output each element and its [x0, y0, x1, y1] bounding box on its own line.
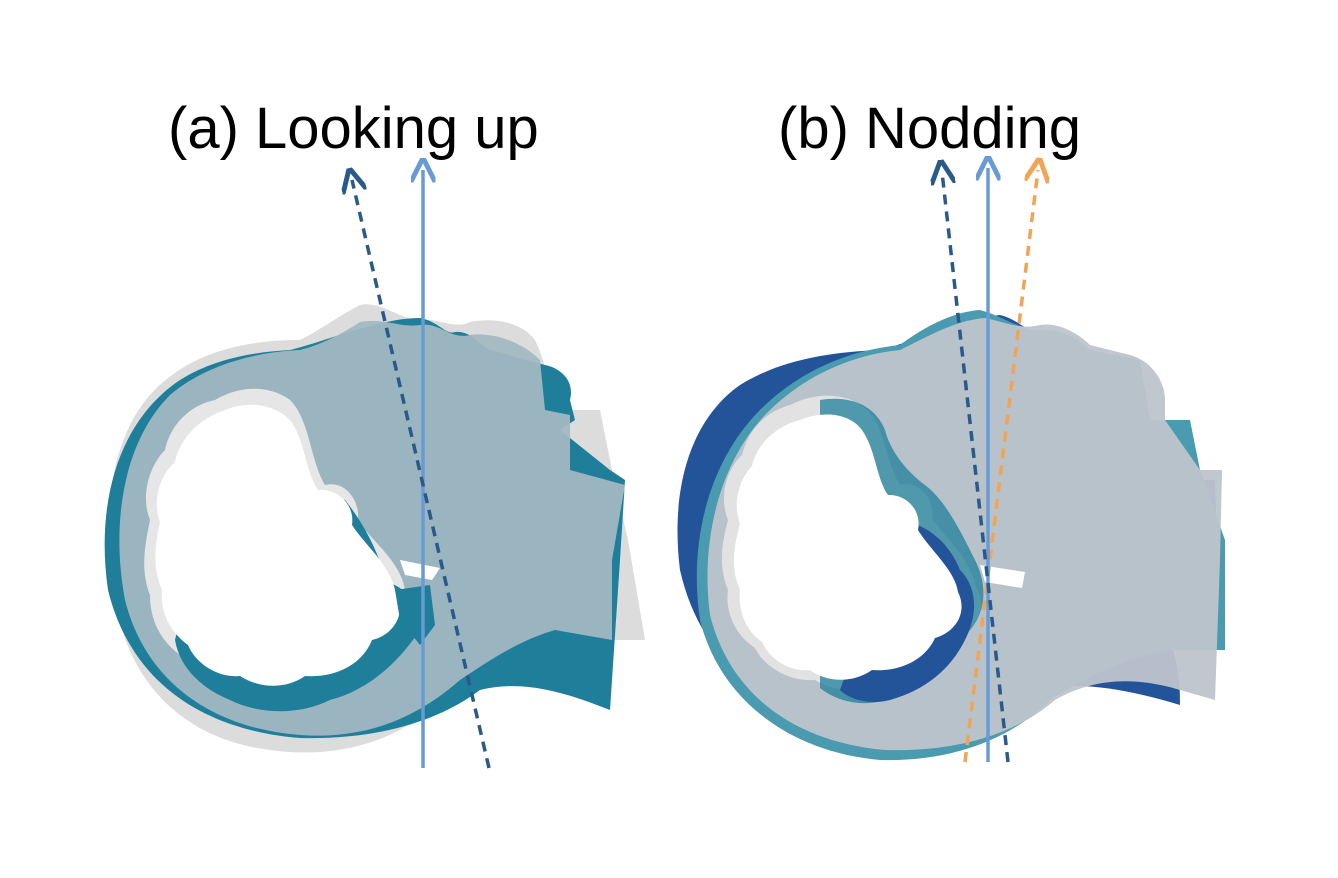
panel-a-illustration — [105, 170, 645, 768]
panel-b-illustration — [678, 168, 1226, 762]
